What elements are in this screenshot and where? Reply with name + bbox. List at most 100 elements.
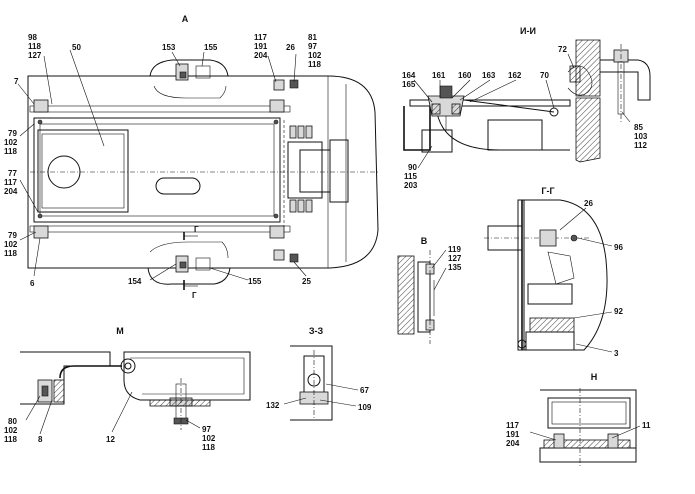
- view-m-title: М: [116, 326, 124, 336]
- callout-132: 132: [266, 401, 280, 410]
- view-ii-title: И-И: [520, 26, 536, 36]
- callout-102: 102: [4, 138, 18, 147]
- rail-bottom: [29, 225, 291, 233]
- chassis-inner-2: [39, 123, 275, 217]
- callout-163: 163: [482, 71, 496, 80]
- callout-67: 67: [360, 386, 369, 395]
- callout-112: 112: [634, 141, 647, 150]
- callout-164: 164: [402, 71, 416, 80]
- callout-98: 98: [28, 33, 37, 42]
- lower-box: [421, 129, 453, 153]
- callout-160: 160: [458, 71, 472, 80]
- callout-25: 25: [302, 277, 311, 286]
- view-m: М 80 102 118 8 12 97 102 118: [4, 326, 251, 452]
- callout-118: 118: [4, 249, 17, 258]
- callout-127: 127: [28, 51, 42, 60]
- callout-102: 102: [4, 426, 18, 435]
- valve-seal-left: [431, 103, 441, 115]
- m-tank: [123, 351, 251, 401]
- n-box-inner: [551, 401, 627, 425]
- fastener-154-nut: [179, 261, 187, 269]
- cut-label-top: Г: [194, 225, 199, 234]
- leader-lines-zz: [283, 383, 359, 407]
- frame-outline: [27, 75, 379, 269]
- callout-165: 165: [402, 80, 416, 89]
- callout-117: 117: [506, 421, 519, 430]
- callout-115: 115: [404, 172, 417, 181]
- leader-lines-a: [17, 49, 307, 281]
- plate-50: [37, 129, 129, 213]
- callout-118: 118: [308, 60, 321, 69]
- callout-6: 6: [30, 279, 35, 288]
- bottom-bump-hidden: [149, 241, 229, 259]
- gg-outline: [520, 199, 608, 351]
- lever-70: [463, 99, 555, 113]
- view-a-title: А: [182, 14, 189, 24]
- callout-50: 50: [72, 43, 81, 52]
- m-nut-80: [41, 385, 49, 397]
- callout-118: 118: [4, 435, 17, 444]
- callout-102: 102: [4, 240, 18, 249]
- leader-lines-v: [431, 249, 447, 291]
- bolt: [37, 213, 43, 219]
- callout-103: 103: [634, 132, 648, 141]
- view-v-title: В: [421, 236, 428, 246]
- bolt: [273, 119, 279, 125]
- bottom-bump: [147, 267, 231, 285]
- gg-section: [529, 317, 575, 333]
- view-n-title: Н: [591, 372, 598, 382]
- callout-118: 118: [202, 443, 215, 452]
- callout-118: 118: [4, 147, 17, 156]
- leader-lines-n: [529, 425, 641, 441]
- callout-204: 204: [506, 439, 520, 448]
- callout-102: 102: [308, 51, 322, 60]
- gg-base: [525, 331, 575, 351]
- clamp-cluster-bottom: [273, 199, 313, 263]
- callout-11: 11: [642, 421, 651, 430]
- zz-plate: [290, 345, 333, 421]
- callout-12: 12: [106, 435, 115, 444]
- plate-50-inner: [41, 133, 125, 209]
- fastener-155b: [195, 257, 211, 271]
- fastener-153-nut: [179, 71, 187, 79]
- callout-119: 119: [448, 245, 461, 254]
- callout-80: 80: [8, 417, 17, 426]
- valve-seal-right: [451, 103, 461, 115]
- gg-block: [539, 229, 557, 247]
- pad-bl: [33, 225, 49, 239]
- wall-v: [397, 255, 415, 335]
- callout-7: 7: [14, 77, 19, 86]
- m-pipe-joint-inner: [124, 362, 132, 370]
- gg-pin-96: [570, 234, 578, 242]
- callout-191: 191: [254, 42, 268, 51]
- callout-153: 153: [162, 43, 176, 52]
- m-section-8: [53, 379, 65, 403]
- callout-26: 26: [584, 199, 593, 208]
- callout-155: 155: [204, 43, 218, 52]
- clamp-cluster-top: [273, 79, 313, 139]
- top-bump: [149, 59, 229, 77]
- oblong-hole: [155, 177, 201, 195]
- m-pipe-joint: [120, 358, 136, 374]
- cylinder-body: [487, 119, 543, 151]
- callout-109: 109: [358, 403, 372, 412]
- gg-bracket: [527, 283, 573, 305]
- callout-97: 97: [308, 42, 317, 51]
- m-tank-inner: [130, 357, 245, 395]
- m-bracket-left: [20, 351, 111, 405]
- n-base: [539, 447, 637, 463]
- callout-79: 79: [8, 231, 17, 240]
- top-plate: [409, 99, 571, 107]
- view-a: А: [4, 14, 379, 300]
- chassis-inner: [33, 117, 281, 223]
- cut-label-bottom: Г: [192, 291, 197, 300]
- callout-85: 85: [634, 123, 643, 132]
- pad-tl: [33, 99, 49, 113]
- callout-97: 97: [202, 425, 211, 434]
- pad-tr: [269, 99, 285, 113]
- valve-cap: [439, 85, 453, 99]
- top-bump-hidden: [153, 85, 227, 99]
- callout-79: 79: [8, 129, 17, 138]
- bolt: [37, 119, 43, 125]
